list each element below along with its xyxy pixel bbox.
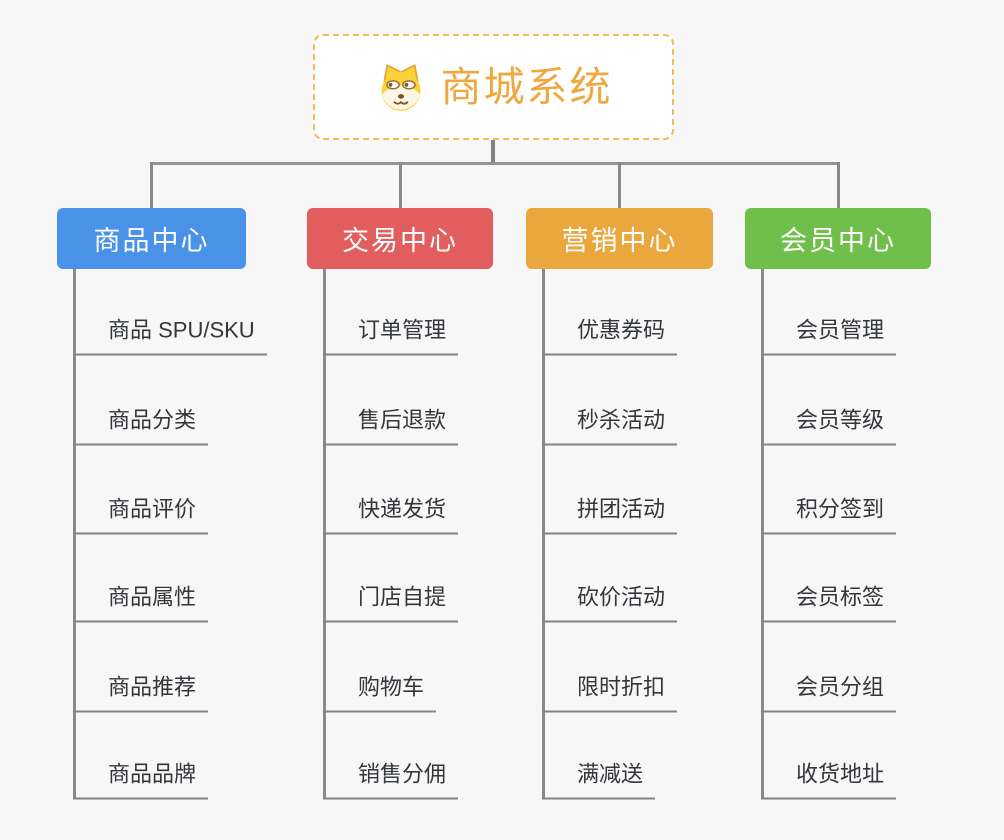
child-topic[interactable]: 拼团活动 (542, 496, 678, 534)
branch-label: 商品中心 (93, 226, 210, 256)
branch-column-marketing: 优惠券码秒杀活动拼团活动砍价活动限时折扣满减送 (542, 269, 678, 799)
connector-drop-products (150, 162, 153, 208)
branch-label: 营销中心 (561, 226, 678, 256)
child-topic[interactable]: 商品评价 (73, 496, 209, 534)
child-topic[interactable]: 会员等级 (761, 407, 897, 445)
dog-icon (381, 64, 420, 111)
child-topic[interactable]: 积分签到 (761, 496, 897, 534)
child-topic[interactable]: 商品属性 (73, 584, 209, 622)
child-topic[interactable]: 商品推荐 (73, 674, 209, 712)
child-topic[interactable]: 砍价活动 (542, 584, 678, 622)
child-topic[interactable]: 秒杀活动 (542, 407, 678, 445)
child-topic[interactable]: 满减送 (542, 761, 656, 799)
child-topic[interactable]: 销售分佣 (323, 761, 459, 799)
connector-bus (150, 162, 840, 165)
child-topic[interactable]: 商品分类 (73, 407, 209, 445)
root-node[interactable]: 商城系统 (313, 34, 674, 140)
child-topic[interactable]: 会员分组 (761, 674, 897, 712)
child-topic[interactable]: 订单管理 (323, 317, 459, 355)
child-topic[interactable]: 门店自提 (323, 584, 459, 622)
connector-drop-marketing (618, 162, 621, 208)
connector-drop-orders (398, 162, 402, 208)
child-topic[interactable]: 商品 SPU/SKU (73, 317, 267, 355)
child-topic[interactable]: 商品品牌 (73, 761, 209, 799)
connector-drop-members (836, 162, 840, 208)
branch-column-products: 商品 SPU/SKU 商品分类商品评价商品属性商品推荐商品品牌 (73, 269, 267, 799)
branch-header-marketing[interactable]: 营销中心 (526, 208, 713, 269)
child-topic[interactable]: 会员标签 (761, 584, 897, 622)
branch-column-orders: 订单管理售后退款快递发货门店自提购物车销售分佣 (323, 269, 459, 799)
branch-label: 交易中心 (342, 226, 458, 256)
child-topic[interactable]: 售后退款 (323, 407, 459, 445)
child-topic[interactable]: 快递发货 (323, 496, 459, 534)
branch-header-orders[interactable]: 交易中心 (307, 208, 493, 269)
child-topic[interactable]: 购物车 (323, 674, 437, 712)
branch-label: 会员中心 (780, 226, 896, 256)
branch-header-products[interactable]: 商品中心 (57, 208, 246, 269)
child-topic[interactable]: 会员管理 (761, 317, 897, 355)
branch-column-members: 会员管理会员等级积分签到会员标签会员分组收货地址 (761, 269, 897, 799)
child-topic[interactable]: 限时折扣 (542, 674, 678, 712)
child-topic[interactable]: 优惠券码 (542, 317, 678, 355)
child-topic[interactable]: 收货地址 (761, 761, 897, 799)
branch-header-members[interactable]: 会员中心 (745, 208, 931, 269)
connector-root-stem (491, 140, 495, 165)
root-title: 商城系统 (440, 63, 613, 110)
